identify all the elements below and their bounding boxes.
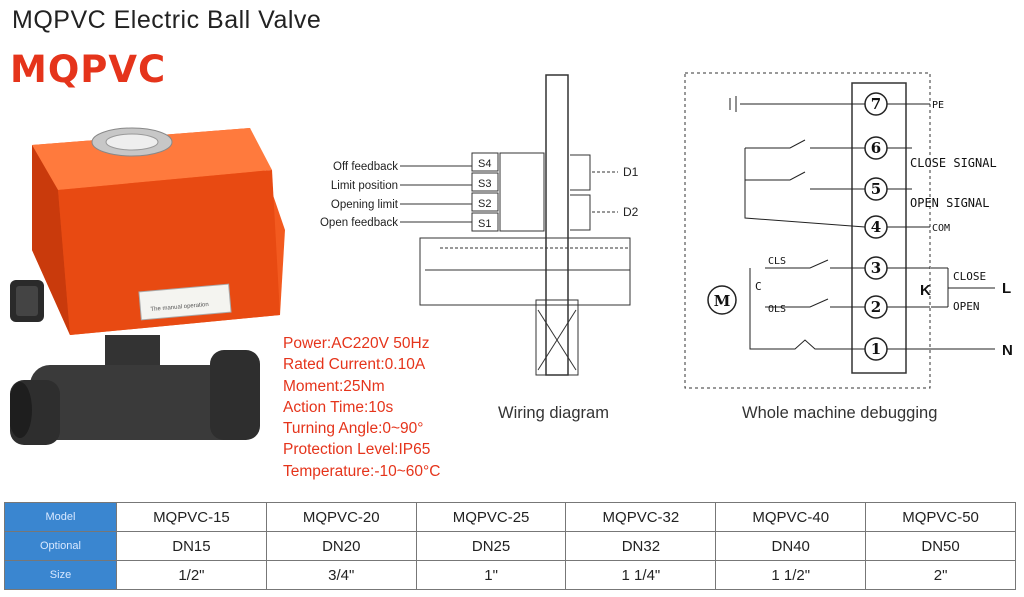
table-cell: MQPVC-20 (265, 502, 417, 532)
open-signal-label: OPEN SIGNAL (910, 196, 989, 210)
table-cell: DN15 (116, 531, 267, 561)
table-cell: MQPVC-15 (116, 502, 267, 532)
switch-s4: S4 (478, 158, 491, 170)
table-cell: 2" (865, 560, 1016, 590)
open-label: OPEN (953, 300, 980, 313)
table-row: Model MQPVC-15 MQPVC-20 MQPVC-25 MQPVC-3… (4, 502, 1016, 532)
terminal-4: 4 (871, 218, 881, 236)
page-title: MQPVC Electric Ball Valve (12, 6, 322, 34)
table-cell: DN25 (415, 531, 567, 561)
table-cell: 1/2" (116, 560, 267, 590)
terminal-3: 3 (871, 259, 881, 277)
spec-current: Rated Current:0.10A (283, 356, 426, 374)
model-table: Model MQPVC-15 MQPVC-20 MQPVC-25 MQPVC-3… (4, 502, 1016, 590)
k-label: K (920, 282, 931, 299)
table-cell: DN20 (265, 531, 417, 561)
table-row: Optional DN15 DN20 DN25 DN32 DN40 DN50 (4, 531, 1016, 561)
terminal-7: 7 (871, 95, 881, 113)
spec-action-time: Action Time:10s (283, 398, 394, 416)
table-cell: 1" (415, 560, 567, 590)
cam-d1: D1 (623, 165, 639, 179)
debugging-caption: Whole machine debugging (742, 404, 938, 422)
table-cell: DN32 (565, 531, 717, 561)
wiring-diagram: S4 S3 S2 S1 Off feedback Limit position … (320, 74, 639, 376)
label-opening-limit: Opening limit (331, 199, 399, 211)
row-header-optional: Optional (4, 531, 117, 561)
terminal-6: 6 (871, 139, 881, 157)
terminal-5: 5 (871, 180, 881, 198)
cam-d2: D2 (623, 205, 639, 219)
switch-s2: S2 (478, 198, 491, 210)
table-cell: MQPVC-40 (715, 502, 867, 532)
l-label: L (1002, 280, 1011, 297)
valve-product-image: The manual operation (10, 127, 285, 445)
brand-name: MQPVC (10, 48, 167, 91)
motor-symbol: M (714, 292, 731, 310)
table-cell: MQPVC-50 (865, 502, 1016, 532)
row-header-model: Model (4, 502, 117, 532)
table-row: Size 1/2" 3/4" 1" 1 1/4" 1 1/2" 2" (4, 560, 1016, 590)
terminal-1: 1 (871, 340, 881, 358)
cls-label: CLS (768, 256, 786, 267)
spec-moment: Moment:25Nm (283, 377, 385, 395)
close-signal-label: CLOSE SIGNAL (910, 156, 997, 170)
wiring-caption: Wiring diagram (498, 404, 609, 422)
table-cell: DN50 (865, 531, 1016, 561)
spec-list: Power:AC220V 50Hz Rated Current:0.10A Mo… (283, 333, 440, 482)
close-label: CLOSE (953, 270, 986, 283)
com-label: COM (932, 223, 950, 234)
table-cell: 1 1/2" (715, 560, 867, 590)
row-header-size: Size (4, 560, 117, 590)
warning-label: The manual operation (150, 302, 209, 313)
pe-label: PE (932, 100, 944, 111)
spec-protection: Protection Level:IP65 (283, 441, 431, 459)
label-open-feedback: Open feedback (320, 217, 398, 229)
spec-temperature: Temperature:-10~60°C (283, 462, 441, 480)
switch-s3: S3 (478, 178, 491, 190)
switch-s1: S1 (478, 218, 491, 230)
spec-turning-angle: Turning Angle:0~90° (283, 420, 424, 438)
n-label: N (1002, 342, 1013, 359)
terminal-2: 2 (871, 298, 881, 316)
table-cell: MQPVC-32 (565, 502, 717, 532)
table-cell: 3/4" (265, 560, 417, 590)
capacitor-label: C (755, 280, 762, 293)
table-cell: MQPVC-25 (415, 502, 567, 532)
debugging-diagram: 7 6 5 4 3 2 1 (684, 72, 1013, 389)
label-off-feedback: Off feedback (333, 161, 398, 173)
ols-label: OLS (768, 304, 786, 315)
table-cell: 1 1/4" (565, 560, 717, 590)
table-cell: DN40 (715, 531, 867, 561)
spec-power: Power:AC220V 50Hz (283, 335, 430, 352)
label-limit-position: Limit position (331, 180, 398, 192)
